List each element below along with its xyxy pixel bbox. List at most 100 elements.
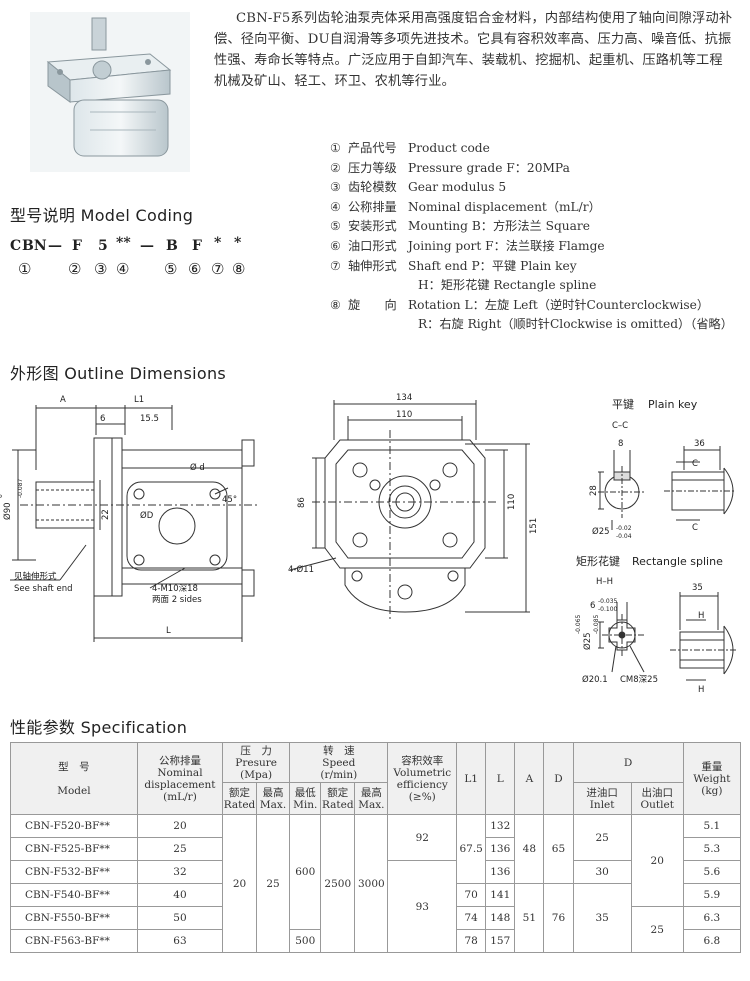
code-part: —: [140, 238, 154, 254]
spline-h-top: H: [698, 611, 704, 621]
cell-displacement: 20: [136, 814, 224, 838]
outline-drawing: A L1 6 15.5 Ø90 0 -0.087 22 Ø d ØD 45° 4…: [0, 393, 736, 695]
spline-phi25-tol-up: -0.065: [575, 614, 582, 634]
cell-displacement: 25: [136, 837, 224, 861]
code-numbers: ① ② ③ ④ ⑤ ⑥ ⑦ ⑧: [10, 260, 270, 282]
cell-outlet: 25: [630, 906, 684, 953]
dim-phiD: ØD: [140, 510, 154, 521]
cell-weight: 6.8: [682, 929, 742, 953]
code-part: *: [214, 235, 222, 251]
cell-max-speed: 3000: [354, 814, 389, 953]
dim-134: 134: [396, 393, 412, 403]
cell-model: CBN-F563-BF**: [10, 929, 138, 953]
cell-a: 51: [514, 883, 545, 953]
spline-6: 6: [590, 601, 595, 611]
cell-weight: 5.3: [682, 837, 742, 861]
cell-model: CBN-F540-BF**: [10, 883, 138, 907]
cell-l: 157: [485, 929, 516, 953]
plain-key-phi25: Ø25: [592, 526, 610, 537]
bolt-note: 4-M10深18: [152, 584, 198, 594]
code-part: F: [192, 238, 202, 254]
spline-6-tol-up: -0.035: [598, 598, 618, 605]
plain-key-c-bottom: C: [692, 523, 698, 533]
model-code: C BN — F 5 ** — B F * * ① ② ③ ④ ⑤ ⑥ ⑦ ⑧: [10, 235, 270, 282]
cell-inlet: 35: [572, 883, 632, 953]
cell-l: 132: [485, 814, 516, 838]
cell-inlet: 30: [572, 860, 632, 884]
cell-min-speed: 500: [289, 929, 322, 953]
legend-item: H：矩形花键 Rectangle spline: [418, 278, 597, 293]
header-l1: L1: [456, 742, 487, 815]
plain-key-28: 28: [589, 485, 599, 496]
plain-key-c-top: C: [692, 459, 698, 469]
shaft-note-cn: 见轴伸形式: [14, 571, 57, 582]
cell-l1: 67.5: [456, 814, 487, 884]
cell-d: 76: [543, 883, 574, 953]
spline-title-en: Rectangle spline: [632, 555, 723, 568]
cell-displacement: 40: [136, 883, 224, 907]
cell-inlet: 25: [572, 814, 632, 861]
dim-l1: L1: [134, 395, 144, 405]
cell-a: 48: [514, 814, 545, 884]
spline-thread: CM8深25: [620, 675, 658, 685]
cell-efficiency: 93: [387, 860, 458, 953]
code-part: 5: [98, 238, 108, 254]
cell-model: CBN-F525-BF**: [10, 837, 138, 861]
spline-title: 矩形花键: [576, 554, 620, 568]
cell-displacement: 50: [136, 906, 224, 930]
code-part: F: [72, 238, 82, 254]
cell-min-speed: 600: [289, 814, 322, 930]
spline-35: 35: [692, 583, 703, 593]
spline-6-tol-lo: -0.100: [598, 606, 618, 613]
dim-22: 22: [101, 509, 111, 520]
dim-15-5: 15.5: [140, 414, 159, 424]
pump-photo: [30, 12, 190, 172]
plain-key-tol-up: -0.02: [616, 525, 632, 532]
code-number: ⑧: [232, 260, 246, 278]
table-row: CBN-F532-BF** 32 93 136 30 5.6: [10, 860, 742, 953]
header-l: L: [485, 742, 516, 815]
dim-phi90: Ø90: [2, 502, 13, 520]
plain-key-36: 36: [694, 439, 705, 449]
code-number: ⑤: [164, 260, 178, 278]
spec-title: 性能参数 Specification: [10, 718, 188, 737]
dim-phi90-tol-lo: -0.087: [17, 478, 24, 498]
header-port-d: D: [572, 742, 684, 783]
cell-outlet: 20: [630, 814, 684, 907]
dim-45: 45°: [222, 495, 237, 505]
cell-l: 141: [485, 883, 516, 907]
code-number: ④: [116, 260, 130, 278]
code-part: —: [48, 238, 62, 254]
cell-model: CBN-F532-BF**: [10, 860, 138, 884]
code-part: C: [10, 238, 22, 254]
code-number: ⑥: [188, 260, 202, 278]
cell-max-pressure: 25: [255, 814, 291, 953]
cell-l1: 70: [456, 883, 487, 907]
dim-a: A: [60, 395, 66, 405]
legend-item: R：右旋 Right（顺时针Clockwise is omitted）（省略）: [418, 317, 733, 332]
plain-key-tol-lo: -0.04: [616, 533, 632, 540]
cell-l: 148: [485, 906, 516, 930]
table-row: CBN-F520-BF** 20 20 25 600 2500 3000 92 …: [10, 814, 742, 953]
code-number: ③: [94, 260, 108, 278]
dim-phid: Ø d: [190, 462, 205, 473]
cell-weight: 5.6: [682, 860, 742, 884]
code-part: **: [116, 235, 131, 251]
outline-title: 外形图 Outline Dimensions: [10, 364, 227, 383]
cell-rated-pressure: 20: [222, 814, 257, 953]
cell-l1: 78: [456, 929, 487, 953]
